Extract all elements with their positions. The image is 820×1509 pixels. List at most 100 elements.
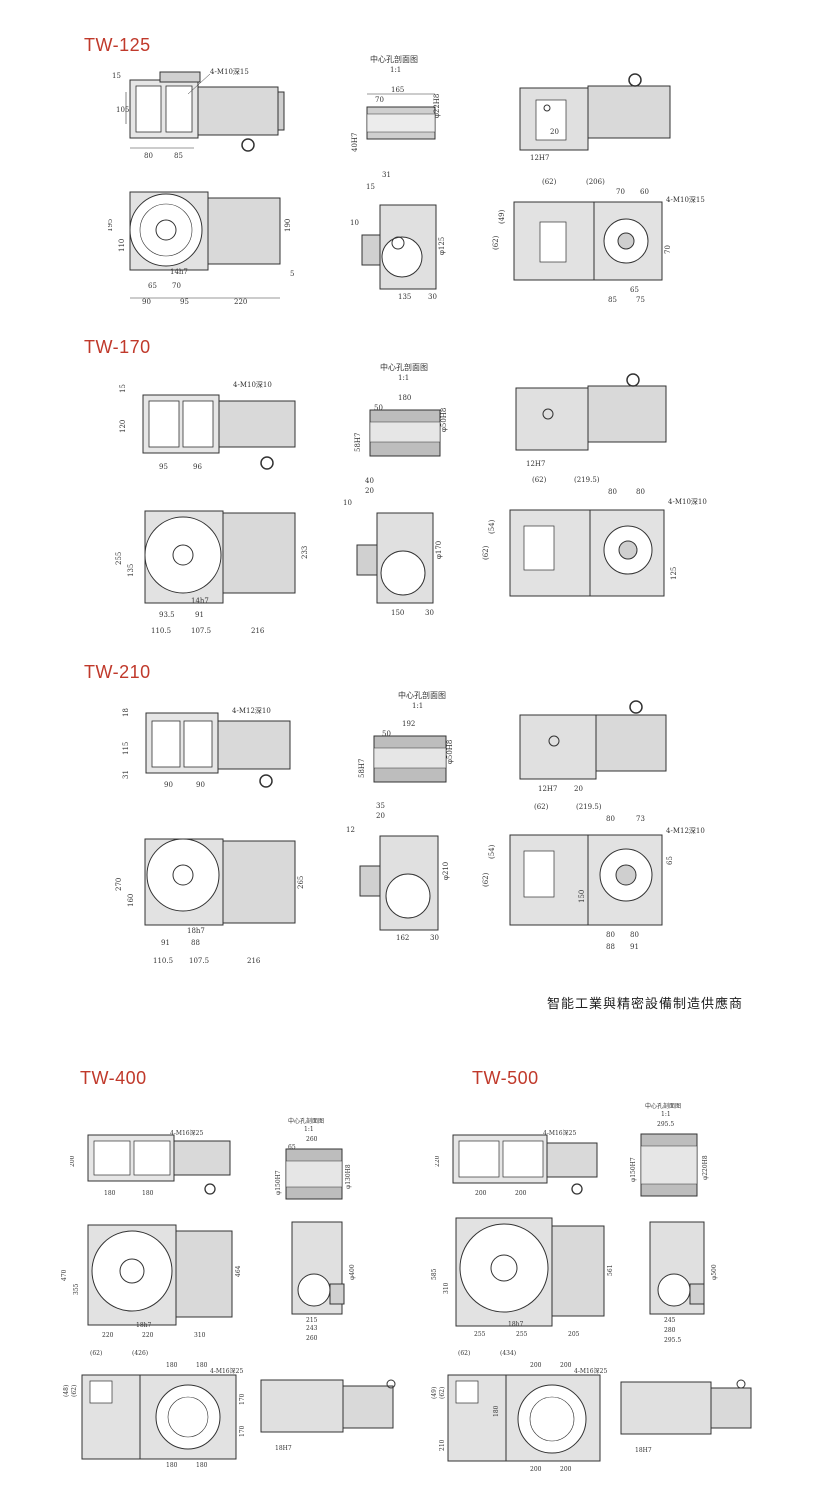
dim-70: 70 (172, 282, 181, 290)
dim-15: 15 (112, 72, 121, 80)
bolt-label: 4-M16深25 (210, 1367, 243, 1375)
dim-phi50: φ50H8 (446, 740, 454, 764)
tw400-plan-view: 470 355 464 18h7 220 220 310 (60, 1215, 250, 1345)
tw170-plan-view: 255 135 233 14h7 93.5 91 110.5 107.5 216 (115, 495, 315, 640)
dim-20: 20 (550, 128, 559, 136)
dim-192: 192 (402, 720, 415, 728)
tw400-end-view: φ400 215 243 260 (270, 1200, 360, 1345)
dim-80b: 80 (636, 488, 645, 496)
dim-220: 220 (234, 298, 247, 306)
dim-73: 73 (636, 815, 645, 823)
tw125-bottom-view: (62) (206) 70 60 4-M10深15 (49) (62) 70 6… (490, 172, 715, 312)
dim-180: 180 (493, 1405, 500, 1417)
dim-62b: (62) (482, 872, 490, 887)
dim-200c: 200 (530, 1466, 542, 1473)
dim-220b: 220 (142, 1332, 154, 1339)
bolt-label: 4-M12深10 (232, 706, 271, 715)
dim-190: 190 (284, 219, 292, 232)
dim-18h7: 18h7 (508, 1321, 523, 1328)
dim-20: 20 (376, 812, 385, 820)
section-title: 中心孔剖面图 (645, 1102, 681, 1110)
dim-40h7: 40H7 (351, 133, 359, 152)
dim-62b: (62) (482, 545, 490, 560)
tw125-end-view: 31 15 10 φ125 135 30 (340, 165, 450, 305)
dim-62b: (62) (492, 235, 500, 250)
bolt-label: 4-M10深15 (666, 195, 705, 204)
dim-60: 60 (640, 188, 649, 196)
dim-434: (434) (500, 1350, 516, 1357)
dim-180c: 180 (166, 1462, 178, 1469)
dim-35: 35 (376, 802, 385, 810)
dim-295: 295.5 (657, 1121, 674, 1128)
dim-18h7: 18H7 (635, 1447, 652, 1454)
dim-14h7: 14h7 (170, 268, 188, 276)
dim-18h7: 18h7 (136, 1322, 151, 1329)
dim-270: 270 (115, 878, 123, 891)
dim-70: 70 (616, 188, 625, 196)
bolt-label: 4-M10深15 (210, 67, 249, 76)
dim-30: 30 (425, 609, 434, 617)
dim-phi210: φ210 (442, 862, 450, 880)
section-scale: 1:1 (398, 374, 409, 382)
dim-90: 90 (164, 781, 173, 789)
dim-31: 31 (122, 770, 130, 779)
dim-65: 65 (666, 856, 674, 865)
tw170-end-view: 40 20 10 φ170 150 30 (335, 475, 455, 620)
section-scale: 1:1 (304, 1126, 314, 1133)
tw210-section-view: 中心孔剖面图 1:1 192 50 φ50H8 58H7 (340, 688, 470, 798)
dim-107: 107.5 (191, 627, 211, 635)
tw210-end-view: 35 20 12 φ210 162 30 (340, 800, 460, 945)
tw210-front-view: 18 115 31 90 90 4-M12深10 (120, 695, 320, 795)
dim-200b: 200 (515, 1190, 527, 1197)
dim-phi125: φ125 (438, 237, 446, 255)
tw500-front-view: 220 200 200 4-M16深25 (435, 1115, 615, 1200)
dim-91: 91 (161, 939, 170, 947)
tw125-side-view: 12H7 20 (500, 70, 700, 170)
dim-219: (219.5) (574, 476, 600, 484)
dim-75: 75 (636, 296, 645, 304)
dim-260b: 260 (306, 1335, 318, 1342)
bolt-label: 4-M16深25 (574, 1367, 607, 1375)
dim-280: 280 (664, 1327, 676, 1334)
dim-170: 170 (239, 1393, 246, 1405)
dim-295b: 295.5 (664, 1337, 681, 1344)
dim-70b: 70 (664, 245, 672, 254)
dim-15: 15 (119, 384, 127, 393)
dim-58h7: 58H7 (358, 759, 366, 778)
dim-110: 110.5 (153, 957, 173, 965)
dim-200: 200 (530, 1362, 542, 1369)
dim-18: 18 (122, 708, 130, 717)
model-title-tw170: TW-170 (84, 337, 151, 357)
dim-205: 205 (568, 1331, 580, 1338)
dim-5: 5 (290, 270, 294, 278)
model-title-tw500: TW-500 (472, 1068, 539, 1088)
dim-10: 10 (350, 219, 359, 227)
dim-90: 90 (142, 298, 151, 306)
dim-93: 93.5 (159, 611, 175, 619)
section-title: 中心孔剖面图 (380, 362, 428, 372)
dim-phi170: φ170 (435, 541, 443, 559)
dim-80d: 80 (630, 931, 639, 939)
dim-phi500: φ500 (711, 1264, 718, 1280)
bolt-label: 4-M10深10 (668, 497, 707, 506)
dim-14h7: 14h7 (191, 597, 209, 605)
tw500-section-view: 中心孔剖面图 1:1 295.5 φ220H8 φ150H7 (625, 1100, 715, 1205)
dim-585: 585 (431, 1268, 438, 1280)
dim-62: (62) (534, 803, 549, 811)
dim-107: 107.5 (189, 957, 209, 965)
dim-54: (54) (488, 844, 496, 859)
dim-31: 31 (382, 171, 391, 179)
tw210-side-view: 12H7 20 (500, 695, 700, 800)
dim-48: (48) (63, 1385, 70, 1397)
dim-80: 80 (144, 152, 153, 160)
dim-65: 65 (630, 286, 639, 294)
dim-95: 95 (159, 463, 168, 471)
tw125-section-view: 中心孔剖面图 1:1 165 70 φ22H8 40H7 (335, 52, 465, 162)
dim-12h7: 12H7 (530, 154, 549, 162)
dim-18h7: 18h7 (187, 927, 205, 935)
bolt-label: 4-M16深25 (543, 1129, 576, 1137)
section-title: 中心孔剖面图 (398, 690, 446, 700)
dim-62: (62) (90, 1350, 102, 1357)
dim-115: 115 (122, 742, 130, 755)
dim-95: 95 (180, 298, 189, 306)
